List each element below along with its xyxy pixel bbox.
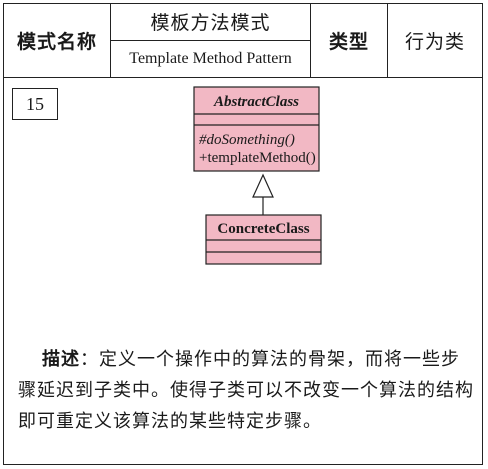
abstract-method-do-something: #doSomething() <box>199 132 295 148</box>
pattern-card: 模式名称 模板方法模式 Template Method Pattern 类型 行… <box>3 3 483 465</box>
inheritance-arrow <box>252 173 274 215</box>
concrete-class: ConcreteClass <box>205 214 322 265</box>
description: 描述：定义一个操作中的算法的骨架，而将一些步骤延迟到子类中。使得子类可以不改变一… <box>18 344 474 437</box>
abstract-class-box <box>193 86 320 172</box>
header-row: 模式名称 模板方法模式 Template Method Pattern 类型 行… <box>4 4 482 78</box>
pattern-number: 15 <box>12 88 58 120</box>
pattern-name-label: 模式名称 <box>4 4 111 77</box>
uml-class-diagram: AbstractClass #doSomething() +templateMe… <box>193 86 322 265</box>
concrete-class-name: ConcreteClass <box>217 221 309 237</box>
type-value: 行为类 <box>404 31 465 53</box>
pattern-name-zh: 模板方法模式 <box>111 4 310 41</box>
description-keyword: 描述 <box>42 349 80 370</box>
description-text: 定义一个操作中的算法的骨架，而将一些步骤延迟到子类中。使得子类可以不改变一个算法… <box>18 349 474 432</box>
description-separator: ： <box>80 349 99 370</box>
abstract-method-template: +templateMethod() <box>199 150 316 166</box>
type-label: 类型 <box>311 4 388 77</box>
abstract-class: AbstractClass #doSomething() +templateMe… <box>193 86 320 172</box>
abstract-class-name: AbstractClass <box>213 94 299 110</box>
pattern-name-cell: 模板方法模式 Template Method Pattern <box>111 4 311 77</box>
inheritance-triangle-icon <box>252 173 274 198</box>
pattern-name-en: Template Method Pattern <box>129 49 292 67</box>
